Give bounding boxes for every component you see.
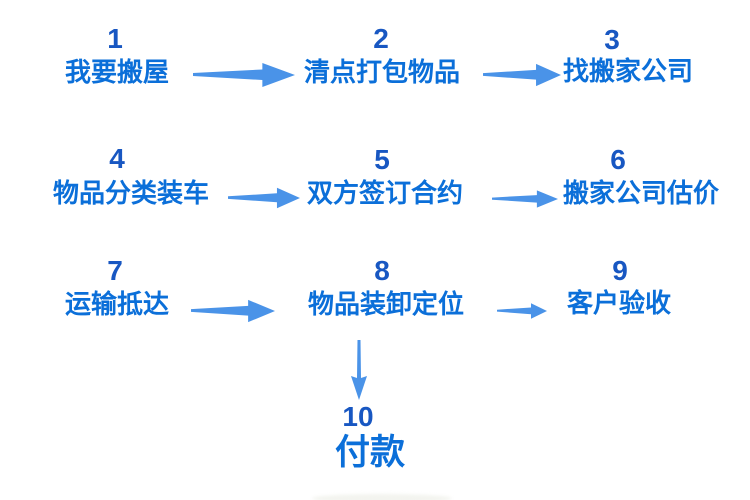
step-8-label: 物品装卸定位 — [307, 289, 465, 319]
step-4-label: 物品分类装车 — [52, 178, 210, 208]
step-1-label: 我要搬屋 — [64, 57, 170, 87]
arrow-right-5-6-icon — [492, 189, 558, 209]
step-6-number: 6 — [610, 144, 626, 175]
step-5-label: 双方签订合约 — [306, 178, 464, 208]
step-7-label: 运输抵达 — [64, 289, 170, 319]
step-1-number: 1 — [107, 23, 123, 54]
arrow-right-4-5-icon — [228, 186, 300, 210]
step-10-number: 10 — [342, 401, 374, 432]
step-4-number: 4 — [109, 143, 125, 174]
arrow-right-8-9-icon — [497, 302, 547, 320]
step-7-number: 7 — [107, 255, 123, 286]
step-3-number: 3 — [604, 24, 620, 55]
arrow-down-8-10-icon — [349, 340, 369, 400]
step-6-label: 搬家公司估价 — [562, 178, 720, 208]
step-2-label: 清点打包物品 — [303, 57, 461, 87]
arrow-right-1-2-icon — [193, 61, 295, 89]
step-2-number: 2 — [373, 23, 389, 54]
step-9-number: 9 — [612, 255, 628, 286]
arrow-right-2-3-icon — [483, 62, 561, 88]
step-5-number: 5 — [374, 144, 390, 175]
cutoff-artifact — [312, 494, 452, 500]
arrow-right-7-8-icon — [191, 298, 275, 324]
step-10-label: 付款 — [334, 433, 406, 472]
step-3-label: 找搬家公司 — [562, 56, 694, 86]
step-9-label: 客户验收 — [566, 288, 672, 318]
step-8-number: 8 — [374, 255, 390, 286]
